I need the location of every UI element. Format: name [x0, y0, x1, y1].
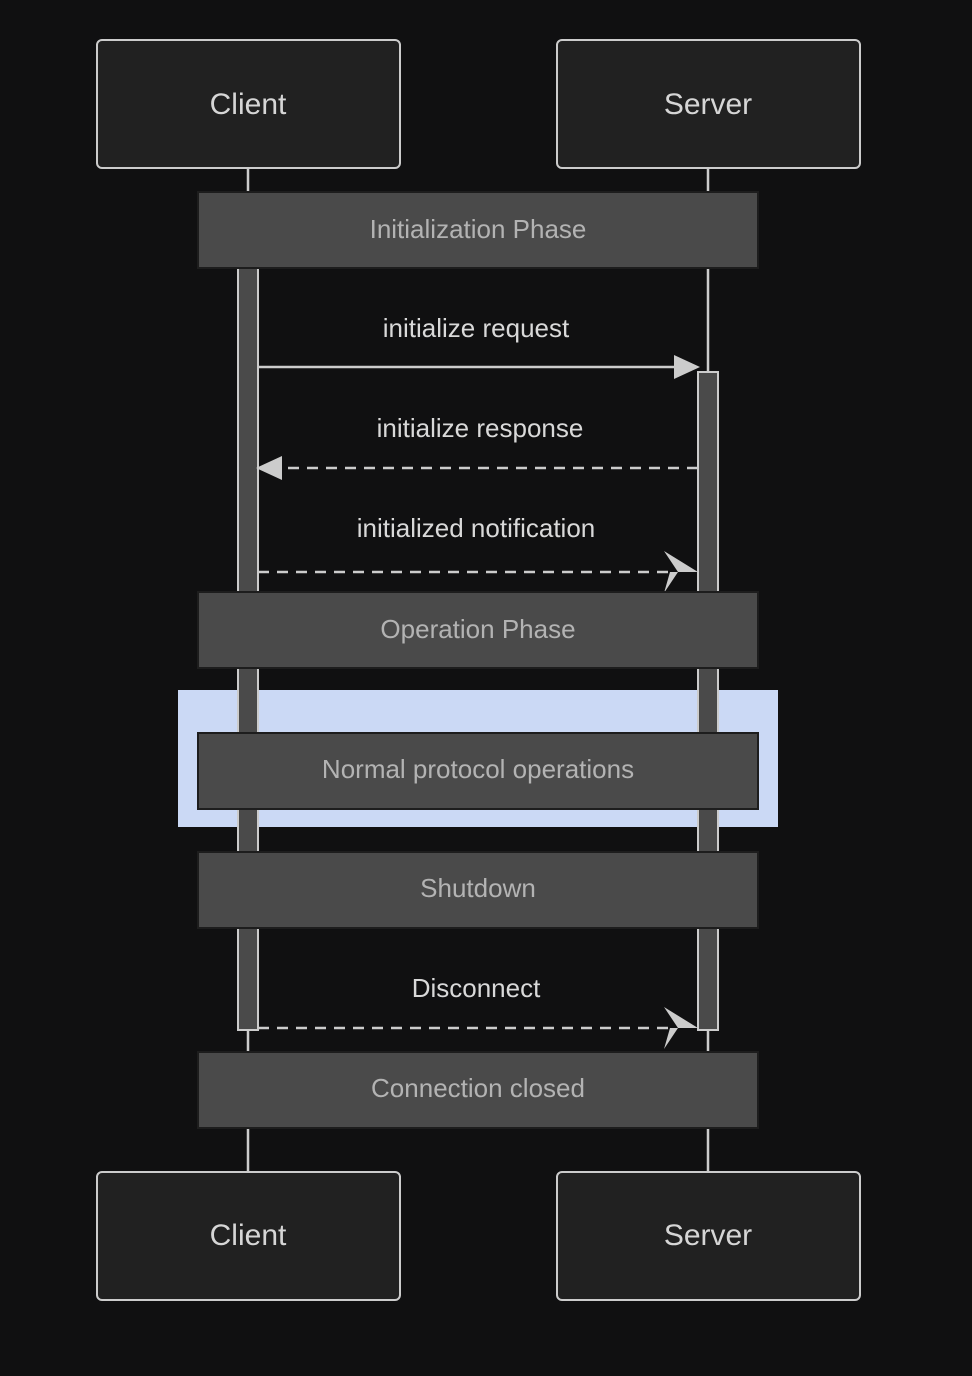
participant-label-client-bottom: Client [210, 1219, 287, 1252]
participant-top-client[interactable]: Client [96, 39, 401, 169]
message-initialize-request: initialize request [258, 313, 700, 379]
phase-rect-shutdown [197, 851, 759, 929]
message-label-disconnect: Disconnect [412, 973, 541, 1003]
phase-label-initialization: Initialization Phase [370, 214, 587, 244]
phase-label-connection-closed: Connection closed [371, 1073, 585, 1103]
arrowhead-open-disconnect [664, 1007, 698, 1049]
phase-rect-normal-operations [197, 732, 759, 810]
phase-rect-initialization [197, 191, 759, 269]
participant-box-client-bottom[interactable] [96, 1171, 401, 1301]
arrowhead-filled-initialize-response [256, 456, 282, 480]
phase-label-operation: Operation Phase [380, 614, 575, 644]
message-label-initialize-request: initialize request [383, 313, 570, 343]
activation-bar-server [697, 371, 719, 1031]
message-disconnect: Disconnect [258, 973, 698, 1049]
participant-bottom-server[interactable]: Server [556, 1171, 861, 1301]
phase-bar-operation: Operation Phase [197, 591, 759, 669]
phase-bar-normal-operations: Normal protocol operations [197, 732, 759, 810]
arrowhead-filled-initialize-request [674, 355, 700, 379]
participant-box-client-top[interactable] [96, 39, 401, 169]
message-initialized-notification: initialized notification [258, 513, 698, 593]
message-label-initialized-notification: initialized notification [357, 513, 595, 543]
phase-label-normal-operations: Normal protocol operations [322, 754, 634, 784]
participant-label-client-top: Client [210, 88, 287, 121]
phase-bar-initialization: Initialization Phase [197, 191, 759, 269]
participant-label-server-bottom: Server [664, 1219, 752, 1252]
message-label-initialize-response: initialize response [377, 413, 584, 443]
participant-label-server-top: Server [664, 88, 752, 121]
phase-bar-connection-closed: Connection closed [197, 1051, 759, 1129]
participant-box-server-bottom[interactable] [556, 1171, 861, 1301]
participant-box-server-top[interactable] [556, 39, 861, 169]
phase-bar-shutdown: Shutdown [197, 851, 759, 929]
participant-bottom-client[interactable]: Client [96, 1171, 401, 1301]
arrowhead-open-initialized-notification [664, 551, 698, 593]
phase-rect-operation [197, 591, 759, 669]
phase-rect-connection-closed [197, 1051, 759, 1129]
message-initialize-response: initialize response [256, 413, 698, 480]
participant-top-server[interactable]: Server [556, 39, 861, 169]
phase-label-shutdown: Shutdown [420, 873, 536, 903]
